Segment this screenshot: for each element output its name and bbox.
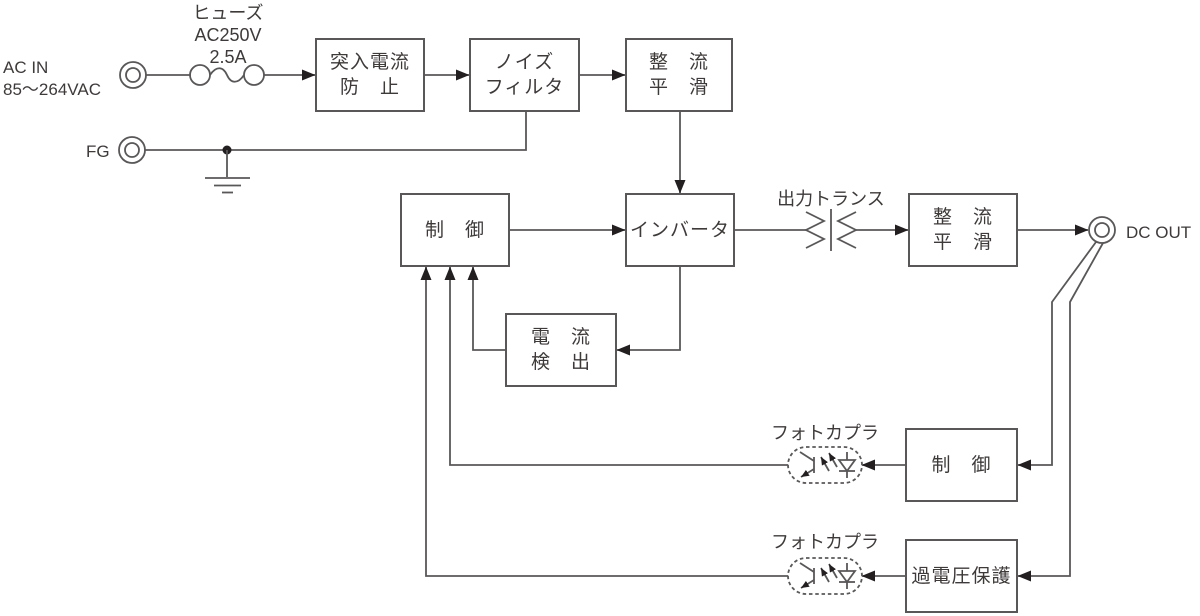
- photocoupler1-icon: [787, 446, 863, 484]
- block-inverter-label: インバータ: [629, 219, 730, 241]
- block-overvoltage-protection-label: 過電圧保護: [911, 565, 1012, 587]
- block-inrush-line1: 突入電流: [329, 52, 410, 73]
- block-noise-filter-line2: フィルタ: [484, 77, 565, 98]
- block-rectify-smooth-input: 整 流 平 滑: [625, 38, 733, 112]
- wire-dcout-control2: [1017, 241, 1097, 471]
- block-rectify-smooth-output-line2: 平 滑: [932, 232, 993, 253]
- block-rectify-smooth-output: 整 流 平 滑: [908, 193, 1018, 267]
- earth-ground-icon: [205, 150, 250, 194]
- fuse-label-line3: 2.5A: [209, 47, 247, 67]
- block-control-primary: 制 御: [400, 193, 510, 267]
- output-transformer-icon: [803, 209, 859, 251]
- fuse-icon: [189, 64, 265, 86]
- wire-fg-noisefilter: [145, 112, 527, 151]
- fuse-label-line2: AC250V: [194, 25, 262, 45]
- wire-photocoupler2-control1: [420, 266, 788, 577]
- block-noise-filter-line1: ノイズ: [494, 52, 555, 73]
- wire-inverter-currentdetect: [616, 267, 681, 356]
- fuse-label: ヒューズ AC250V 2.5A: [164, 2, 292, 68]
- wire-dcout-ovp: [1017, 242, 1104, 582]
- wire-currentdetect-control1: [467, 266, 505, 351]
- fg-label: FG: [86, 142, 110, 161]
- dc-out-terminal-icon: [1088, 216, 1116, 244]
- block-current-detect-line1: 電 流: [530, 327, 591, 348]
- block-rectify-smooth-input-line2: 平 滑: [648, 77, 709, 98]
- block-control-secondary-label: 制 御: [931, 454, 992, 476]
- block-control-secondary: 制 御: [905, 428, 1018, 502]
- block-inrush-line2: 防 止: [339, 77, 400, 98]
- ac-in-label-line2: 85〜264VAC: [3, 80, 101, 99]
- ac-in-label-line1: AC IN: [3, 58, 49, 77]
- block-control-primary-label: 制 御: [424, 219, 485, 241]
- block-inrush-protection: 突入電流 防 止: [315, 38, 425, 112]
- dc-out-label: DC OUT: [1126, 223, 1192, 242]
- photocoupler2-label: フォトカプラ: [771, 532, 879, 552]
- block-rectify-smooth-input-line1: 整 流: [648, 52, 709, 73]
- block-inverter: インバータ: [625, 193, 735, 267]
- block-rectify-smooth-output-line1: 整 流: [932, 207, 993, 228]
- output-transformer-label: 出力トランス: [777, 189, 885, 209]
- fg-terminal-icon: [118, 136, 146, 164]
- block-current-detect: 電 流 検 出: [505, 313, 617, 387]
- ac-in-label: AC IN 85〜264VAC: [3, 57, 133, 101]
- fuse-label-line1: ヒューズ: [192, 3, 264, 23]
- photocoupler2-icon: [787, 557, 863, 595]
- block-current-detect-line2: 検 出: [530, 352, 591, 373]
- block-noise-filter: ノイズ フィルタ: [469, 38, 580, 112]
- block-overvoltage-protection: 過電圧保護: [905, 539, 1018, 613]
- photocoupler1-label: フォトカプラ: [771, 423, 879, 443]
- wire-photocoupler1-control1: [444, 266, 788, 466]
